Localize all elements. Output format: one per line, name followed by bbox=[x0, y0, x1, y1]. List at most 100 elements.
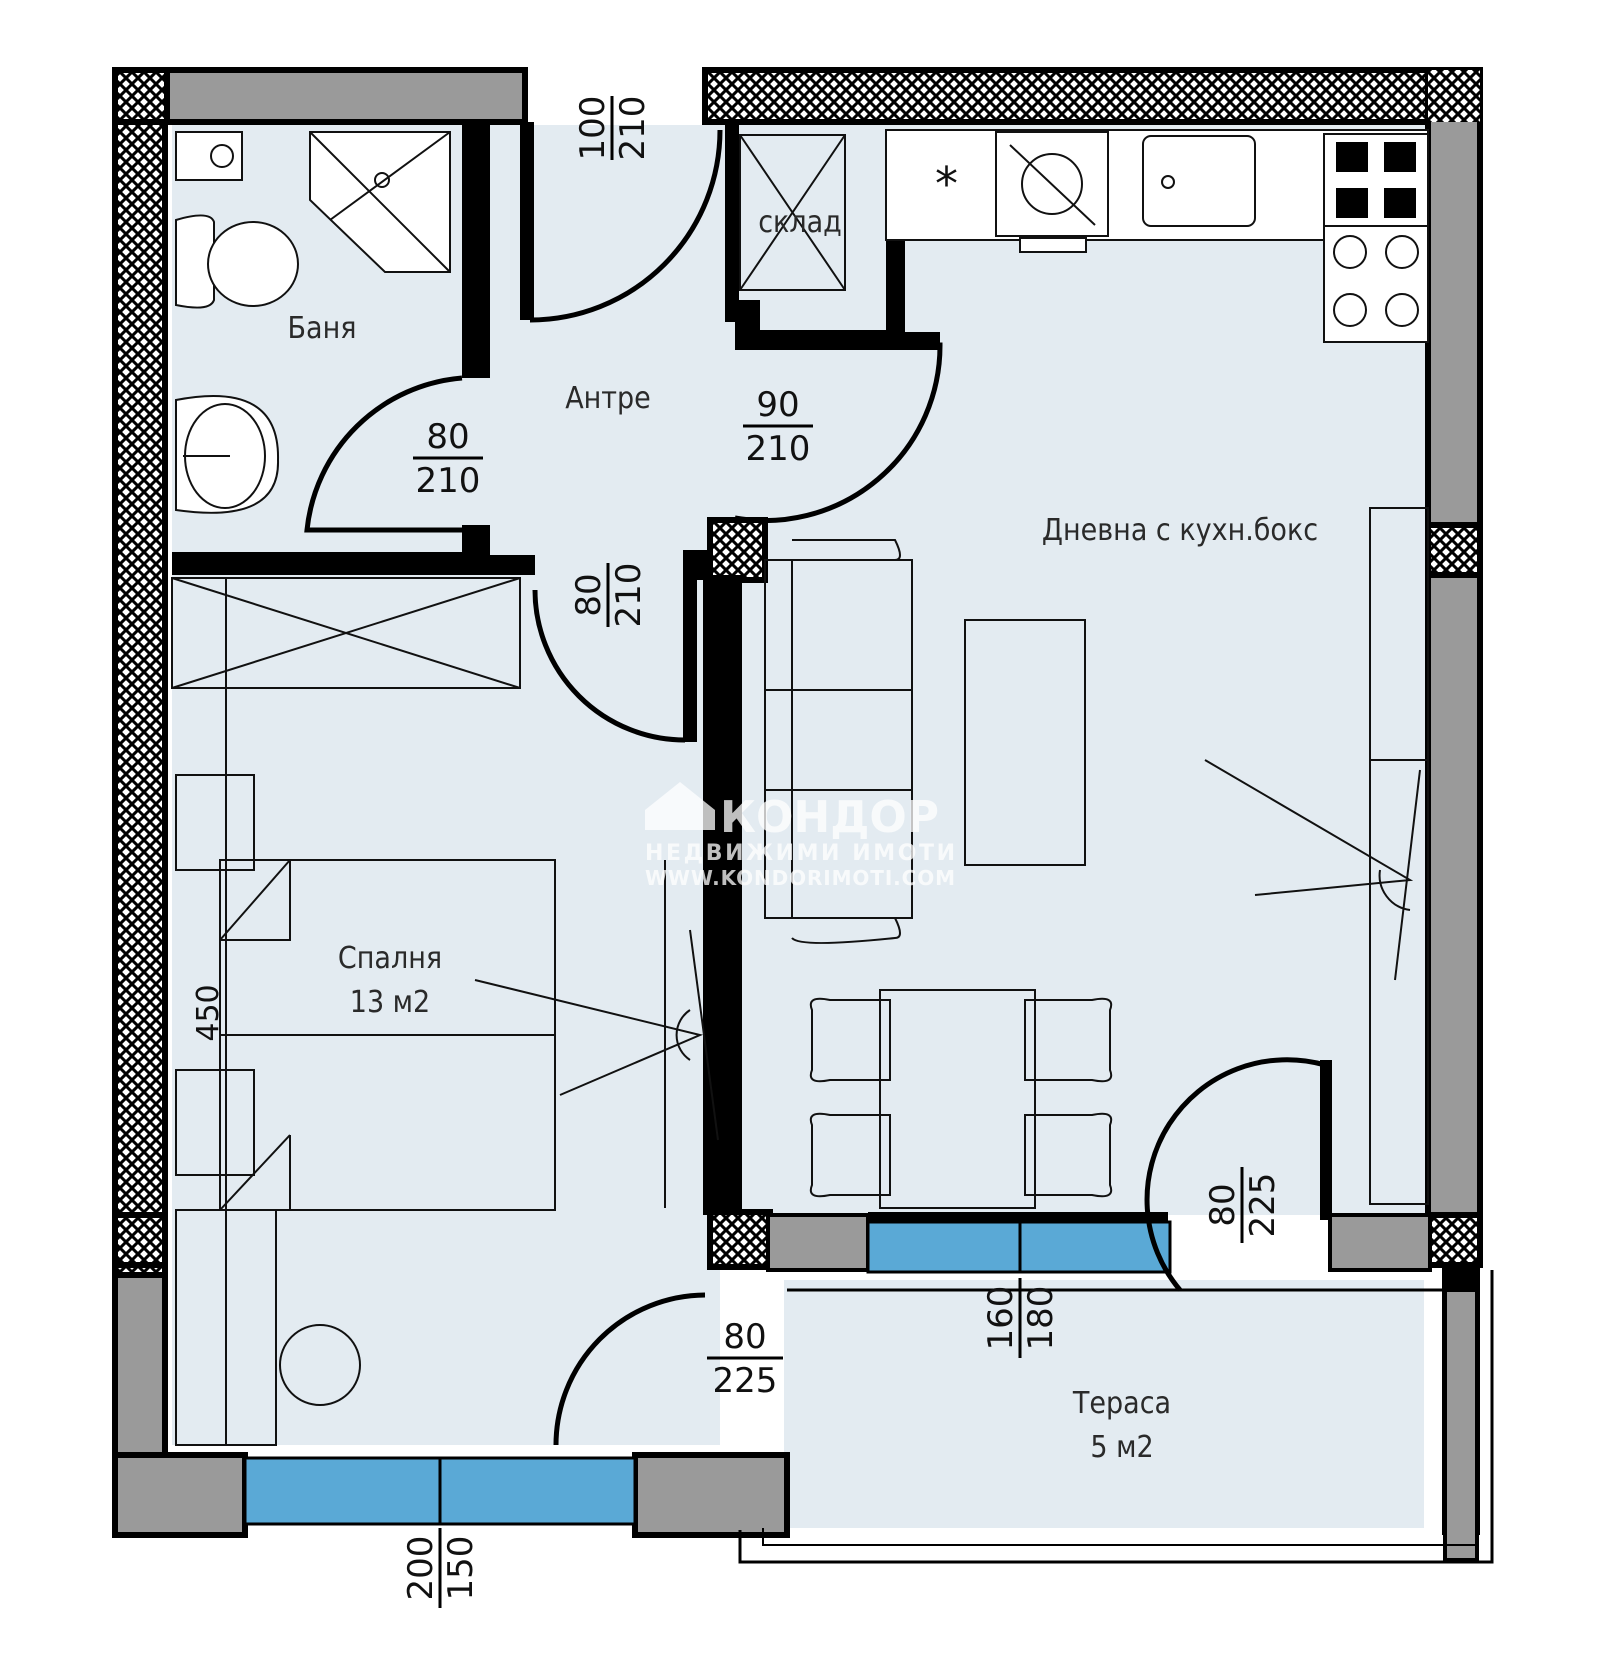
storage-cross bbox=[739, 134, 846, 291]
terrace-floor bbox=[784, 1280, 1424, 1528]
living-floor bbox=[722, 125, 1442, 1215]
bedroom-furniture bbox=[171, 577, 719, 1446]
kitchen-fixtures: * bbox=[739, 129, 1429, 343]
entrance-jamb bbox=[520, 122, 534, 320]
bedroom-door-height: 210 bbox=[609, 563, 649, 628]
bedroom-door-width: 80 bbox=[569, 573, 609, 616]
bedroom-south-wall-right bbox=[632, 1452, 790, 1538]
room-labels: Баня Антре склад Дневна с кухн.бокс Спал… bbox=[288, 205, 1319, 1465]
watermark-subtitle: НЕДВИЖИМИ ИМОТИ bbox=[645, 841, 955, 866]
room-area-bedroom: 13 м2 bbox=[350, 985, 430, 1020]
east-wall-column bbox=[1425, 522, 1483, 578]
wardrobe bbox=[171, 577, 521, 1445]
chair-1 bbox=[809, 997, 891, 1083]
living-door-swing bbox=[734, 342, 943, 524]
ac-unit bbox=[1204, 759, 1414, 911]
chair-3 bbox=[1024, 997, 1113, 1083]
room-label-living: Дневна с кухн.бокс bbox=[1042, 513, 1318, 548]
bathroom-door-height: 210 bbox=[416, 461, 481, 501]
south-column-left bbox=[707, 1209, 773, 1270]
hall-bedroom-jamb bbox=[683, 550, 712, 742]
room-label-terrace: Тераса bbox=[1072, 1386, 1171, 1421]
toilet bbox=[175, 214, 215, 309]
bedroom-terrace-door-height: 225 bbox=[713, 1361, 778, 1401]
living-terrace-door-height: 225 bbox=[1243, 1173, 1283, 1238]
doors bbox=[304, 129, 1326, 1446]
nightstand-bottom bbox=[175, 1069, 255, 1176]
bath-hall-wall bbox=[462, 122, 490, 378]
hob bbox=[1323, 225, 1429, 343]
interior-walls bbox=[172, 122, 1480, 1562]
bedroom-terrace-door-width: 80 bbox=[723, 1317, 766, 1357]
exterior-walls bbox=[112, 67, 1483, 1538]
terrace-east-wall-fill bbox=[1443, 1288, 1479, 1562]
watermark-url: WWW.KONDORIMOTI.COM bbox=[645, 866, 955, 890]
room-label-hall: Антре bbox=[565, 381, 651, 416]
shower-icon bbox=[374, 172, 390, 188]
living-window-height: 180 bbox=[1021, 1286, 1061, 1351]
living-furniture bbox=[764, 507, 1429, 1209]
chair-2 bbox=[809, 1112, 891, 1198]
north-wall-west-hatch bbox=[112, 67, 170, 125]
chair-round bbox=[279, 1324, 361, 1406]
house-logo-icon bbox=[645, 782, 715, 830]
hall-living-column bbox=[707, 517, 768, 583]
fridge-icon: * bbox=[935, 157, 958, 211]
bedroom-window-width: 200 bbox=[401, 1536, 441, 1601]
windows bbox=[243, 1220, 1172, 1526]
bedroom-terrace-door-swing bbox=[553, 1292, 706, 1446]
bath-hall-wall-lower bbox=[172, 525, 535, 575]
floor-fills bbox=[172, 125, 1442, 1528]
coffee-table bbox=[964, 619, 1086, 866]
hall-living-wall-top bbox=[725, 122, 739, 322]
terrace-railing bbox=[738, 1270, 1494, 1564]
east-wall-top bbox=[1425, 67, 1483, 528]
watermark-brand: КОНДОР bbox=[720, 792, 939, 843]
bedroom-ac bbox=[474, 979, 704, 1096]
bedroom-living-wall-thin bbox=[703, 575, 713, 1215]
dining-table bbox=[879, 989, 1036, 1209]
living-terrace-door-width: 80 bbox=[1203, 1183, 1243, 1226]
bathroom-door-width: 80 bbox=[426, 417, 469, 457]
north-wall-west bbox=[112, 67, 528, 125]
entrance-door-swing bbox=[529, 129, 723, 323]
room-label-bathroom: Баня bbox=[288, 311, 357, 346]
living-south-wall bbox=[868, 1212, 1168, 1222]
watermark: КОНДОР НЕДВИЖИМИ ИМОТИ WWW.KONDORIMOTI.C… bbox=[645, 782, 955, 890]
bedroom-door-swing bbox=[532, 589, 686, 743]
boiler bbox=[175, 131, 243, 181]
entrance-door-width: 100 bbox=[573, 96, 613, 161]
dimension-labels: 100 210 80 210 90 210 80 210 80 225 bbox=[191, 96, 1283, 1608]
living-window-width: 160 bbox=[981, 1286, 1021, 1351]
bedroom-floor bbox=[172, 545, 720, 1445]
bathroom-door-swing bbox=[304, 375, 463, 533]
nightstand-top bbox=[175, 774, 255, 871]
east-wall-mid bbox=[1425, 572, 1483, 1218]
sink bbox=[1142, 135, 1256, 227]
wardrobe-dimension: 450 bbox=[191, 984, 226, 1041]
north-wall-east bbox=[702, 67, 1483, 125]
west-wall-bottom-hatch bbox=[112, 1212, 168, 1268]
east-wall-top-hatch bbox=[1428, 70, 1480, 122]
west-wall bbox=[112, 67, 168, 1283]
south-wall-living-right bbox=[1328, 1213, 1432, 1272]
chair-4 bbox=[1024, 1112, 1113, 1198]
desk bbox=[175, 1209, 277, 1446]
bedroom-south-wall-left bbox=[112, 1452, 248, 1538]
bathroom-fixtures bbox=[175, 131, 451, 514]
bedroom-tv bbox=[664, 860, 719, 1208]
bedroom-window-height: 150 bbox=[441, 1536, 481, 1601]
east-wall-bottom-hatch bbox=[1425, 1212, 1483, 1268]
sofa bbox=[764, 539, 913, 944]
washbasin bbox=[175, 395, 280, 514]
living-door-height: 210 bbox=[746, 429, 811, 469]
bedroom-living-wall bbox=[712, 575, 742, 1220]
living-door-width: 90 bbox=[756, 385, 799, 425]
room-area-terrace: 5 м2 bbox=[1090, 1430, 1153, 1465]
tv-unit bbox=[1370, 759, 1428, 981]
entrance-door-height: 210 bbox=[613, 96, 653, 161]
room-label-bedroom: Спалня bbox=[338, 941, 442, 976]
living-door-jamb bbox=[735, 300, 760, 350]
living-terrace-door-swing bbox=[1144, 1057, 1326, 1292]
